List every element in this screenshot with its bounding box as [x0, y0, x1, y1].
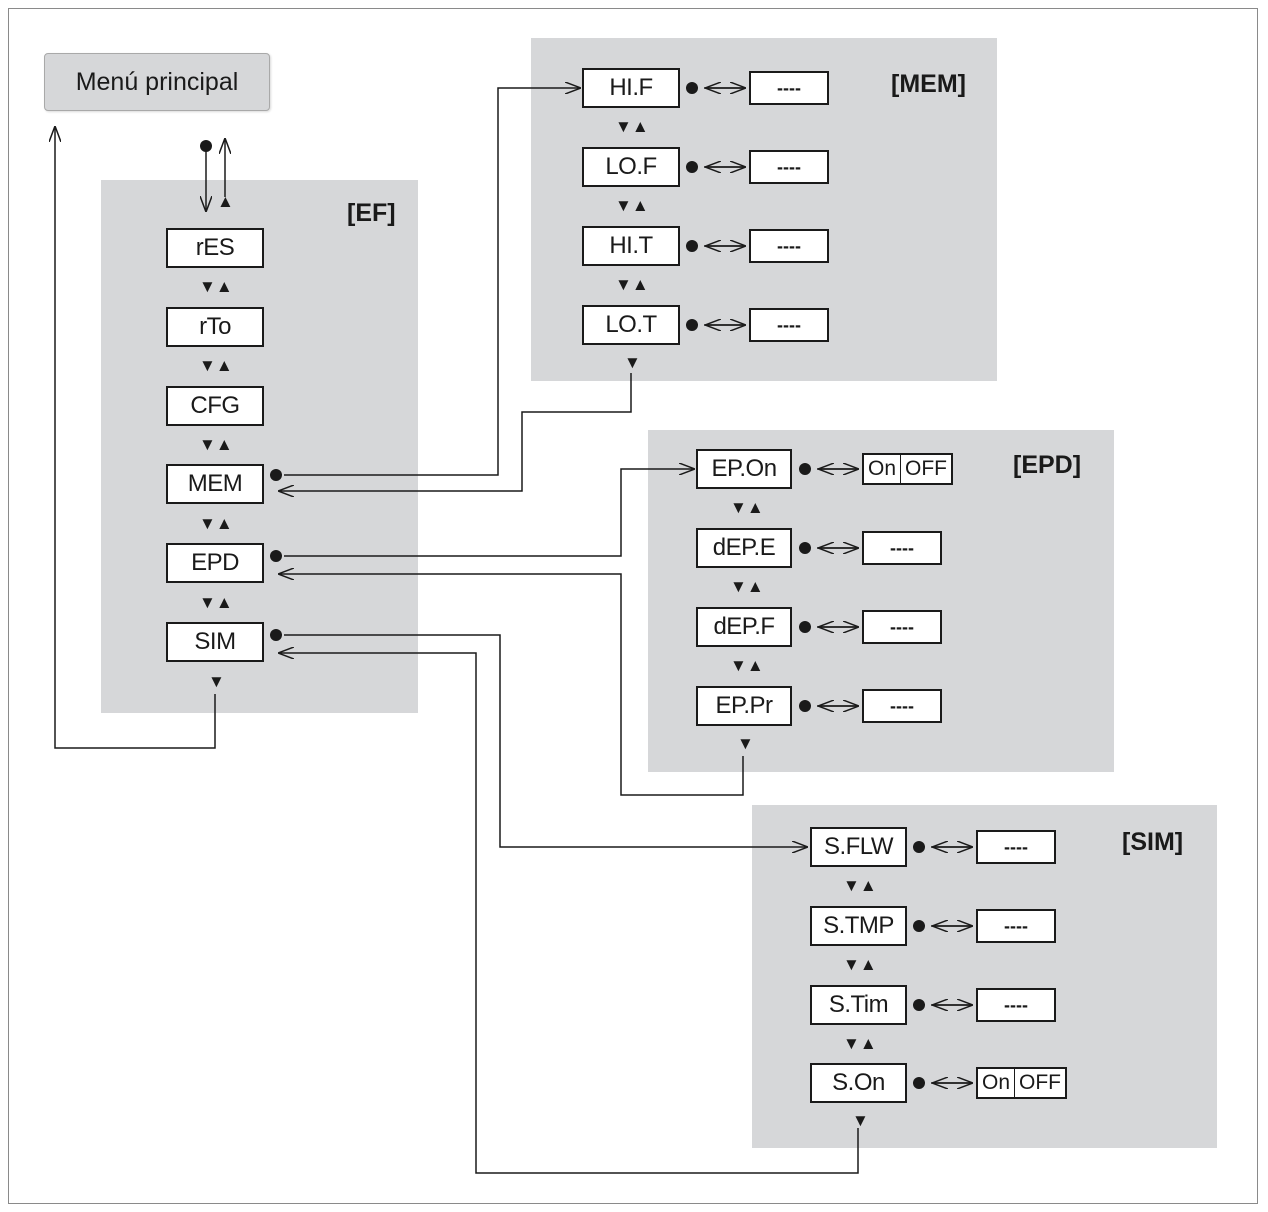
- ef-item-res[interactable]: rES: [166, 228, 264, 268]
- down-up-arrows-icon: ▼▲: [843, 955, 877, 974]
- link-ef-to-main: [55, 127, 216, 749]
- epd-epon-toggle[interactable]: On OFF: [862, 453, 954, 485]
- link-epd-return: [279, 574, 744, 796]
- sim-value-stmp: ----: [976, 909, 1056, 943]
- epd-item-depf[interactable]: dEP.F: [696, 607, 792, 647]
- link-sim-enter: [284, 634, 807, 847]
- down-up-arrows-icon: ▼▲: [199, 593, 233, 612]
- down-up-arrows-icon: ▼▲: [199, 514, 233, 533]
- sim-value-sflw: ----: [976, 830, 1056, 864]
- epd-value-eppr: ----: [862, 689, 942, 723]
- mem-item-hif[interactable]: HI.F: [582, 68, 680, 108]
- down-up-arrows-icon: ▼▲: [730, 577, 764, 596]
- toggle-off-option[interactable]: OFF: [1019, 1071, 1062, 1094]
- panel-sim-title: [SIM]: [1122, 828, 1184, 856]
- down-up-arrows-icon: ▼▲: [615, 275, 649, 294]
- ef-item-cfg[interactable]: CFG: [166, 386, 264, 426]
- link-sim-return: [279, 653, 859, 1174]
- down-up-arrows-icon: ▼▲: [199, 277, 233, 296]
- mem-value-hif: ----: [749, 71, 829, 105]
- toggle-off-option[interactable]: OFF: [905, 457, 948, 480]
- mem-item-lof[interactable]: LO.F: [582, 147, 680, 187]
- ef-item-rto[interactable]: rTo: [166, 307, 264, 347]
- down-arrow-icon: ▼: [852, 1111, 869, 1130]
- panel-mem-title: [MEM]: [891, 70, 966, 98]
- epd-item-depe[interactable]: dEP.E: [696, 528, 792, 568]
- ef-item-mem[interactable]: MEM: [166, 464, 264, 504]
- mem-value-hit: ----: [749, 229, 829, 263]
- link-mem-enter: [284, 88, 580, 476]
- mem-item-hit[interactable]: HI.T: [582, 226, 680, 266]
- down-up-arrows-icon: ▼▲: [843, 876, 877, 895]
- ef-item-epd[interactable]: EPD: [166, 543, 264, 583]
- epd-item-eppr[interactable]: EP.Pr: [696, 686, 792, 726]
- sim-value-stim: ----: [976, 988, 1056, 1022]
- toggle-on-option[interactable]: On: [978, 1069, 1016, 1097]
- sim-item-stmp[interactable]: S.TMP: [810, 906, 907, 946]
- epd-value-depe: ----: [862, 531, 942, 565]
- sim-item-son[interactable]: S.On: [810, 1063, 907, 1103]
- down-up-arrows-icon: ▼▲: [615, 196, 649, 215]
- down-up-arrows-icon: ▼▲: [199, 435, 233, 454]
- ef-item-sim[interactable]: SIM: [166, 622, 264, 662]
- down-arrow-icon: ▼: [624, 353, 641, 372]
- down-up-arrows-icon: ▼▲: [843, 1034, 877, 1053]
- sim-item-sflw[interactable]: S.FLW: [810, 827, 907, 867]
- down-up-arrows-icon: ▼▲: [730, 656, 764, 675]
- down-up-arrows-icon: ▼▲: [199, 356, 233, 375]
- main-menu-button[interactable]: Menú principal: [44, 53, 270, 111]
- mem-value-lof: ----: [749, 150, 829, 184]
- panel-epd-title: [EPD]: [1013, 451, 1082, 479]
- toggle-on-option[interactable]: On: [864, 455, 902, 483]
- sim-item-stim[interactable]: S.Tim: [810, 985, 907, 1025]
- down-arrow-icon: ▼: [737, 734, 754, 753]
- panel-ef-title: [EF]: [347, 199, 396, 227]
- down-up-arrows-icon: ▼▲: [615, 117, 649, 136]
- down-up-arrows-icon: ▼▲: [730, 498, 764, 517]
- mem-value-lot: ----: [749, 308, 829, 342]
- link-mem-return: [279, 373, 632, 491]
- up-arrow-icon: ▲: [217, 192, 234, 211]
- epd-value-depf: ----: [862, 610, 942, 644]
- diagram-frame: [8, 8, 1258, 1204]
- link-epd-enter: [284, 469, 694, 557]
- mem-item-lot[interactable]: LO.T: [582, 305, 680, 345]
- sim-son-toggle[interactable]: On OFF: [976, 1067, 1068, 1099]
- epd-item-epon[interactable]: EP.On: [696, 449, 792, 489]
- down-arrow-icon: ▼: [208, 672, 225, 691]
